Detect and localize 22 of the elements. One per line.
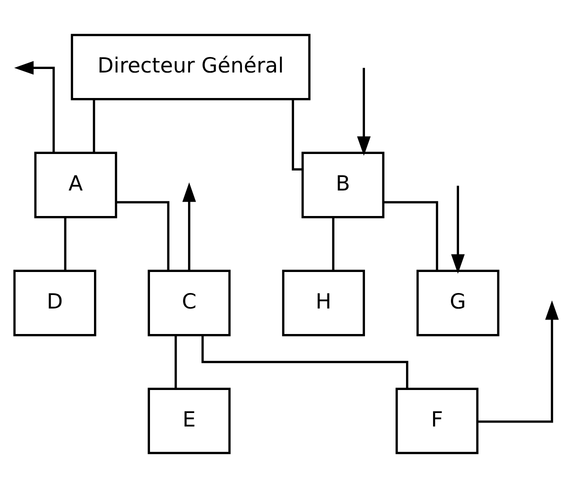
arrow xyxy=(14,61,55,152)
connector xyxy=(64,217,66,271)
connector xyxy=(116,201,170,271)
node-box: E xyxy=(148,388,231,454)
connector xyxy=(174,335,177,389)
node-box: C xyxy=(148,270,231,336)
node-box: D xyxy=(13,270,96,336)
arrow xyxy=(357,68,371,156)
node-box: G xyxy=(416,270,500,336)
arrow xyxy=(182,182,196,270)
node-box: H xyxy=(282,270,365,336)
node-box: Directeur Général xyxy=(70,34,310,100)
node-box: B xyxy=(302,152,384,218)
connector xyxy=(383,201,438,271)
connector xyxy=(332,217,334,271)
connector xyxy=(92,99,96,153)
arrow xyxy=(451,186,465,274)
arrow xyxy=(478,300,559,423)
connector xyxy=(292,99,303,170)
node-box: A xyxy=(34,152,118,218)
connector xyxy=(201,335,408,389)
node-box: F xyxy=(396,388,478,454)
